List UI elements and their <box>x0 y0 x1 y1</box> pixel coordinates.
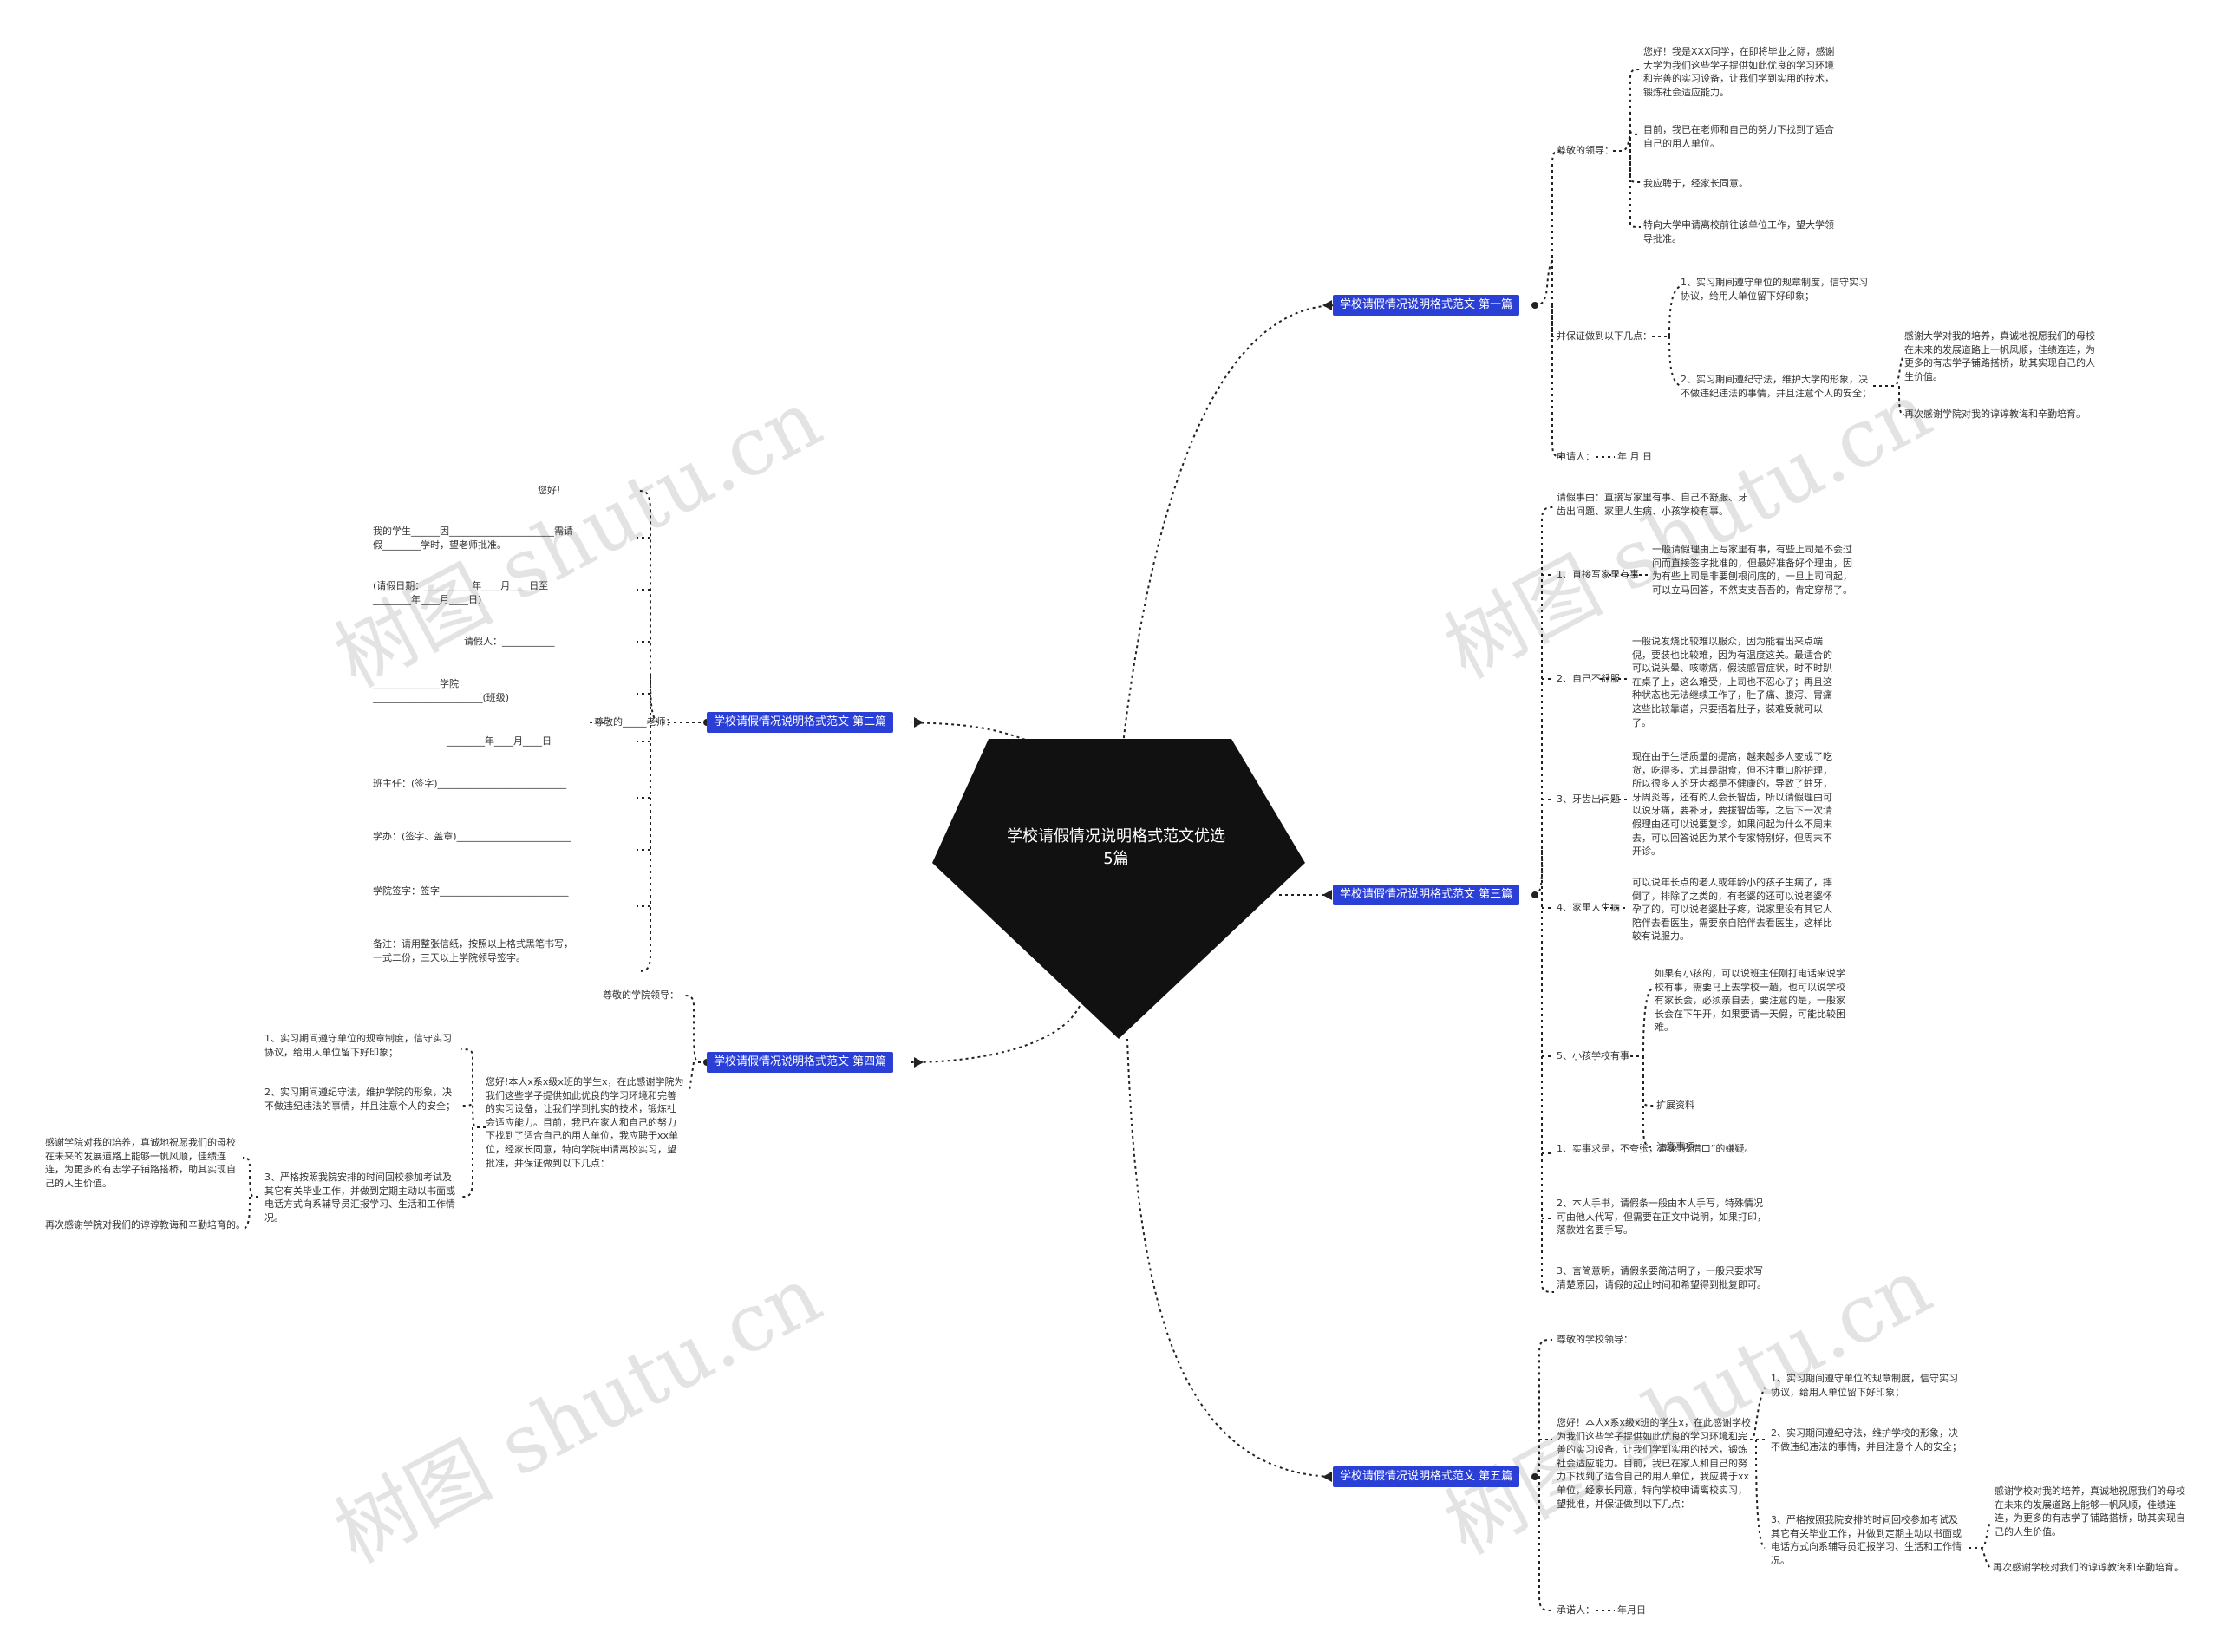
b1-point[interactable]: 2、实习期间遵纪守法，维护大学的形象，决不做违纪违法的事情，并且注意个人的安全； <box>1681 374 1871 399</box>
b4-body[interactable]: 您好!本人x系x级x班的学生x，在此感谢学院为我们这些学子提供如此优良的学习环境… <box>486 1076 684 1169</box>
b4-point[interactable]: 2、实习期间遵纪守法，维护学院的形象，决不做违纪违法的事情，并且注意个人的安全； <box>264 1087 455 1112</box>
b5-point[interactable]: 3、严格按照我院安排的时间回校参加考试及其它有关毕业工作，并做到定期主动以书面或… <box>1771 1514 1962 1566</box>
b4-point[interactable]: 3、严格按照我院安排的时间回校参加考试及其它有关毕业工作，并做到定期主动以书面或… <box>264 1172 455 1224</box>
b3-detail[interactable]: 一般说发烧比较难以服众，因为能看出来点端倪，要装也比较难，因为有温度这关。最适合… <box>1632 636 1832 728</box>
b3-extra[interactable]: 扩展资料 <box>1656 1100 1694 1111</box>
branch-node-5[interactable]: 学校请假情况说明格式范文 第五篇 <box>1333 1466 1520 1487</box>
root-title[interactable]: 学校请假情况说明格式范文优选5篇 <box>1007 827 1225 869</box>
b4-point[interactable]: 1、实习期间遵守单位的规章制度，信守实习协议，给用人单位留下好印象； <box>264 1033 452 1058</box>
b2-line[interactable]: 您好! <box>538 485 561 496</box>
b1-point[interactable]: 感谢大学对我的培养，真诚地祝愿我们的母校在未来的发展道路上一帆风顺，佳绩连连，为… <box>1904 330 2095 382</box>
b2-line[interactable]: 请假人：___________ <box>464 636 555 647</box>
b1-paragraph[interactable]: 特向大学申请离校前往该单位工作，望大学领导批准。 <box>1643 219 1834 245</box>
b1-point[interactable]: 再次感谢学院对我的谆谆教诲和辛勤培育。 <box>1904 408 2086 420</box>
b5-point[interactable]: 感谢学校对我的培养，真诚地祝愿我们的母校在未来的发展道路上能够一帆风顺，佳绩连连… <box>1995 1485 2185 1538</box>
b5-point[interactable]: 2、实习期间遵纪守法，维护学校的形象，决不做违纪违法的事情，并且注意个人的安全； <box>1771 1427 1962 1453</box>
b3-reason[interactable]: 2、自己不舒服 <box>1557 673 1620 684</box>
b4-point[interactable]: 再次感谢学院对我们的谆谆教诲和辛勤培育的。 <box>45 1219 245 1231</box>
b2-line[interactable]: (请假日期：__________年____月____日至________年___… <box>373 580 549 605</box>
b3-detail[interactable]: 现在由于生活质量的提高，越来越多人变成了吃货，吃得多，尤其是甜食，但不注重口腔护… <box>1632 751 1832 858</box>
b5-point[interactable]: 1、实习期间遵守单位的规章制度，信守实习协议，给用人单位留下好印象； <box>1771 1373 1958 1398</box>
b5-date[interactable]: 年月日 <box>1617 1604 1646 1616</box>
b3-tip[interactable]: 3、言简意明，请假条要简洁明了，一般只要求写清楚原因，请假的起止时间和希望得到批… <box>1557 1265 1766 1290</box>
b2-line[interactable]: ________年____月____日 <box>447 735 552 747</box>
b2-line[interactable]: 备注：请用整张信纸，按照以上格式黑笔书写，一式二份，三天以上学院领导签字。 <box>373 938 573 963</box>
b3-intro[interactable]: 请假事由：直接写家里有事、自己不舒服、牙齿出问题、家里人生病、小孩学校有事。 <box>1557 492 1747 517</box>
b2-line[interactable]: 学办：(签字、盖章)________________________ <box>373 831 571 842</box>
b1-greeting[interactable]: 尊敬的领导： <box>1557 145 1614 156</box>
b3-reason[interactable]: 3、牙齿出问题 <box>1557 793 1620 805</box>
b1-paragraph[interactable]: 目前，我已在老师和自己的努力下找到了适合自己的用人单位。 <box>1643 124 1834 149</box>
b3-detail[interactable]: 一般请假理由上写家里有事，有些上司是不会过问而直接签字批准的，但最好准备好个理由… <box>1652 544 1852 596</box>
b3-extra[interactable]: 注意事项 <box>1656 1141 1694 1152</box>
b3-tip[interactable]: 1、实事求是，不夸张，避免“找借口”的嫌疑。 <box>1557 1143 1754 1154</box>
b5-body[interactable]: 您好！本人x系x级x班的学生x，在此感谢学校为我们这些学子提供如此优良的学习环境… <box>1557 1417 1752 1510</box>
b1-guarantee[interactable]: 并保证做到以下几点： <box>1557 330 1652 342</box>
b2-line[interactable]: 班主任：(签字)___________________________ <box>373 778 567 789</box>
branch-node-2[interactable]: 学校请假情况说明格式范文 第二篇 <box>707 712 894 733</box>
b4-greeting[interactable]: 尊敬的学院领导： <box>603 989 679 1001</box>
b5-greeting[interactable]: 尊敬的学校领导： <box>1557 1334 1633 1345</box>
b3-tip[interactable]: 2、本人手书，请假条一般由本人手写，特殊情况可由他人代写，但需要在正文中说明，如… <box>1557 1198 1766 1237</box>
branch-node-1[interactable]: 学校请假情况说明格式范文 第一篇 <box>1333 295 1520 316</box>
b1-point[interactable]: 1、实习期间遵守单位的规章制度，信守实习协议，给用人单位留下好印象； <box>1681 277 1868 302</box>
branch-node-4[interactable]: 学校请假情况说明格式范文 第四篇 <box>707 1052 894 1073</box>
b5-point[interactable]: 再次感谢学校对我们的谆谆教诲和辛勤培育。 <box>1993 1562 2184 1573</box>
b1-paragraph[interactable]: 我应聘于，经家长同意。 <box>1643 178 1748 189</box>
b2-line[interactable]: 我的学生______因______________________需请假____… <box>373 526 573 551</box>
b3-reason[interactable]: 5、小孩学校有事 <box>1557 1050 1629 1061</box>
b4-point[interactable]: 感谢学院对我的培养，真诚地祝愿我们的母校在未来的发展道路上能够一帆风顺，佳绩连连… <box>45 1137 236 1189</box>
b2-line[interactable]: 学院签字：签字___________________________ <box>373 885 569 897</box>
b1-signature[interactable]: 申请人： <box>1557 451 1595 462</box>
b1-paragraph[interactable]: 您好！我是XXX同学，在即将毕业之际，感谢大学为我们这些学子提供如此优良的学习环… <box>1643 46 1835 98</box>
b3-reason[interactable]: 4、家里人生病 <box>1557 902 1620 913</box>
b5-signature[interactable]: 承诺人： <box>1557 1604 1595 1616</box>
b3-detail[interactable]: 可以说年长点的老人或年龄小的孩子生病了，摔倒了，排除了之类的，有老婆的还可以说老… <box>1632 877 1832 943</box>
b3-detail[interactable]: 如果有小孩的，可以说班主任刚打电话来说学校有事，需要马上去学校一趟，也可以说学校… <box>1655 968 1845 1034</box>
b2-addressee[interactable]: 尊敬的_____老师： <box>594 716 676 728</box>
b3-reason[interactable]: 1、直接写家里有事 <box>1557 569 1639 580</box>
b1-date[interactable]: 年 月 日 <box>1617 451 1652 462</box>
b2-line[interactable]: ______________学院 _______________________… <box>373 678 510 703</box>
branch-node-3[interactable]: 学校请假情况说明格式范文 第三篇 <box>1333 885 1520 905</box>
root-node-shape <box>932 739 1305 1039</box>
